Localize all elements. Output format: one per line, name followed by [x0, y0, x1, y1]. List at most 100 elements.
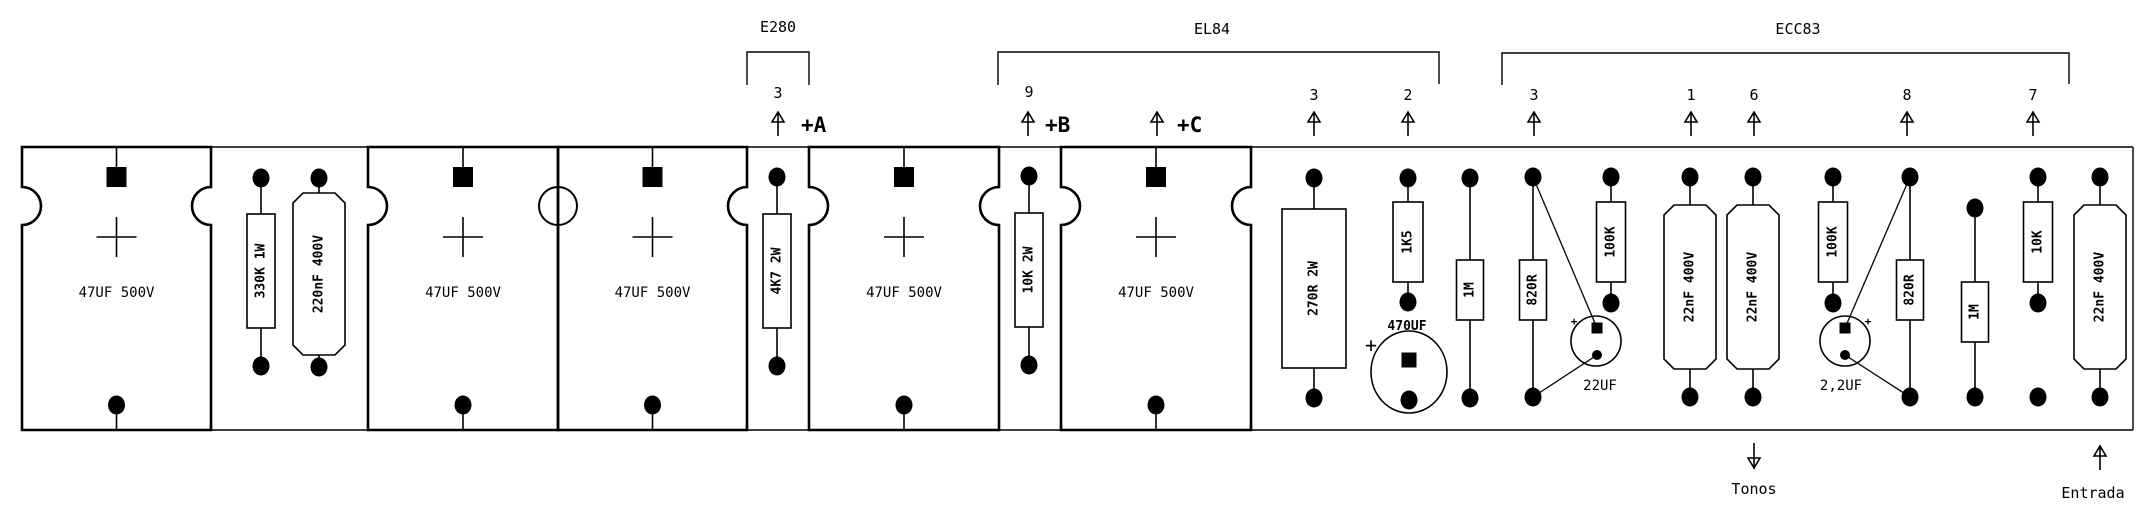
film-capacitor: 22nF 400V	[2073, 167, 2127, 407]
capacitor-value: 22UF	[1583, 378, 1617, 394]
resistor-body	[762, 213, 792, 329]
component-label: 22nF 400V	[1683, 252, 1698, 323]
electrolytic-capacitor: 470UF +	[1365, 319, 1448, 414]
component-label: 220nF 400V	[312, 235, 327, 313]
resistor-body	[1960, 281, 1990, 343]
film-capacitor-body	[1726, 204, 1780, 370]
square-pad	[642, 167, 663, 187]
capacitor-outline	[366, 145, 560, 432]
pin-number: 7	[2028, 86, 2037, 104]
component-label: 10K 2W	[1022, 246, 1037, 293]
up-arrow-icon	[1401, 111, 1415, 137]
tube-bracket-ecc83	[1501, 52, 2070, 85]
tube-el84: EL84	[997, 20, 1440, 85]
square-pad	[453, 167, 473, 187]
solder-pad	[454, 395, 472, 415]
filter-capacitor: 47UF 500V	[807, 145, 1001, 432]
tube-label-el84: EL84	[1194, 20, 1230, 38]
up-arrow-icon	[1684, 111, 1698, 137]
solder-pad	[2029, 387, 2047, 407]
polarity-mark: +	[1865, 315, 1872, 328]
capacitor-value: 2,2UF	[1820, 378, 1862, 394]
pin-number: 8	[1902, 86, 1911, 104]
filter-capacitor: 47UF 500V	[366, 145, 560, 432]
solder-pad	[895, 395, 913, 415]
component-label: 100K	[1604, 226, 1619, 257]
capacitor-value: 47UF 500V	[615, 285, 691, 301]
down-arrow-icon	[1746, 457, 1762, 470]
component-label: 4K7 2W	[770, 247, 785, 294]
resistor-body	[246, 213, 276, 329]
component-label: 10K	[2031, 230, 2046, 254]
capacitor-value: 470UF	[1387, 319, 1426, 334]
square-pad	[106, 167, 127, 187]
board-outline	[211, 146, 2134, 431]
label-entrada: Entrada	[2061, 484, 2124, 502]
film-capacitor: 220nF 400V	[292, 168, 346, 377]
component-label: 820R	[1526, 274, 1541, 305]
resistor: 1K5	[1392, 168, 1424, 312]
solder-pad	[1147, 395, 1165, 415]
mounting-hole	[538, 186, 578, 226]
resistor-body	[1014, 212, 1044, 328]
resistor-body	[1817, 201, 1849, 283]
trace	[1532, 354, 1598, 398]
label-tonos: Tonos	[1731, 480, 1776, 498]
supply-label-b: +B	[1045, 113, 1070, 137]
pin-number: 3	[773, 84, 782, 102]
resistor: 820R	[1518, 167, 1548, 407]
capacitor-value: 47UF 500V	[866, 285, 942, 301]
resistor: 330K 1W	[246, 168, 276, 376]
up-arrow-icon	[1527, 111, 1541, 137]
pin-number: 1	[1686, 86, 1695, 104]
pad-group	[2029, 387, 2047, 407]
film-capacitor: 22nF 400V	[1726, 167, 1780, 407]
pin-number: 3	[1309, 86, 1318, 104]
filter-capacitors: 47UF 500V 47UF 500V 47UF 500V 47UF 500V 47UF…	[20, 145, 1253, 432]
resistor-body	[2022, 201, 2054, 283]
polarity-mark: +	[1365, 333, 1377, 357]
capacitor-value: 47UF 500V	[1118, 285, 1194, 301]
tube-bracket-e280	[746, 51, 810, 85]
component-label: 330K 1W	[254, 243, 269, 298]
square-pad	[1146, 167, 1166, 187]
component-label: 22nF 400V	[1746, 252, 1761, 323]
filter-capacitor: 47UF 500V	[20, 145, 213, 432]
film-capacitor-body	[2073, 204, 2127, 370]
resistor: 270R 2W	[1281, 168, 1347, 408]
trace	[1532, 176, 1598, 329]
solder-pad	[644, 395, 661, 415]
pin-number: 3	[1529, 86, 1538, 104]
tube-label-e280: E280	[760, 18, 796, 36]
filter-capacitor: 47UF 500V	[1059, 145, 1253, 432]
component-label: 270R 2W	[1307, 261, 1322, 316]
tube-label-ecc83: ECC83	[1775, 20, 1820, 38]
resistor: 10K 2W	[1014, 166, 1044, 375]
up-arrow-icon	[1150, 111, 1164, 137]
resistor: 100K	[1817, 167, 1849, 313]
up-arrow-icon	[1307, 111, 1321, 137]
capacitor-value: 47UF 500V	[425, 285, 501, 301]
component-label: 1K5	[1401, 230, 1416, 253]
tube-e280: E280	[746, 18, 810, 85]
resistor: 10K	[2022, 167, 2054, 313]
resistor-body	[1392, 201, 1424, 283]
solder-pad	[108, 395, 125, 415]
electrolytic-capacitor: +22UF	[1532, 176, 1622, 398]
pin-number: 6	[1749, 86, 1758, 104]
pin-number: 2	[1403, 86, 1412, 104]
component-label: 22nF 400V	[2093, 252, 2108, 323]
component-label: 820R	[1903, 274, 1918, 305]
capacitor-outline	[1370, 330, 1448, 414]
film-capacitor-body	[1663, 204, 1717, 370]
electrolytic-capacitor: +2,2UF	[1819, 176, 1911, 398]
input-entrada: Entrada	[2061, 445, 2125, 502]
film-capacitor-body	[292, 192, 346, 356]
capacitor-outline	[20, 145, 213, 432]
polarity-mark: +	[1571, 315, 1578, 328]
solder-pad	[1400, 390, 1418, 410]
up-arrow-icon	[2093, 445, 2107, 471]
component-label: 100K	[1826, 226, 1841, 257]
pin-number: 9	[1024, 83, 1033, 101]
